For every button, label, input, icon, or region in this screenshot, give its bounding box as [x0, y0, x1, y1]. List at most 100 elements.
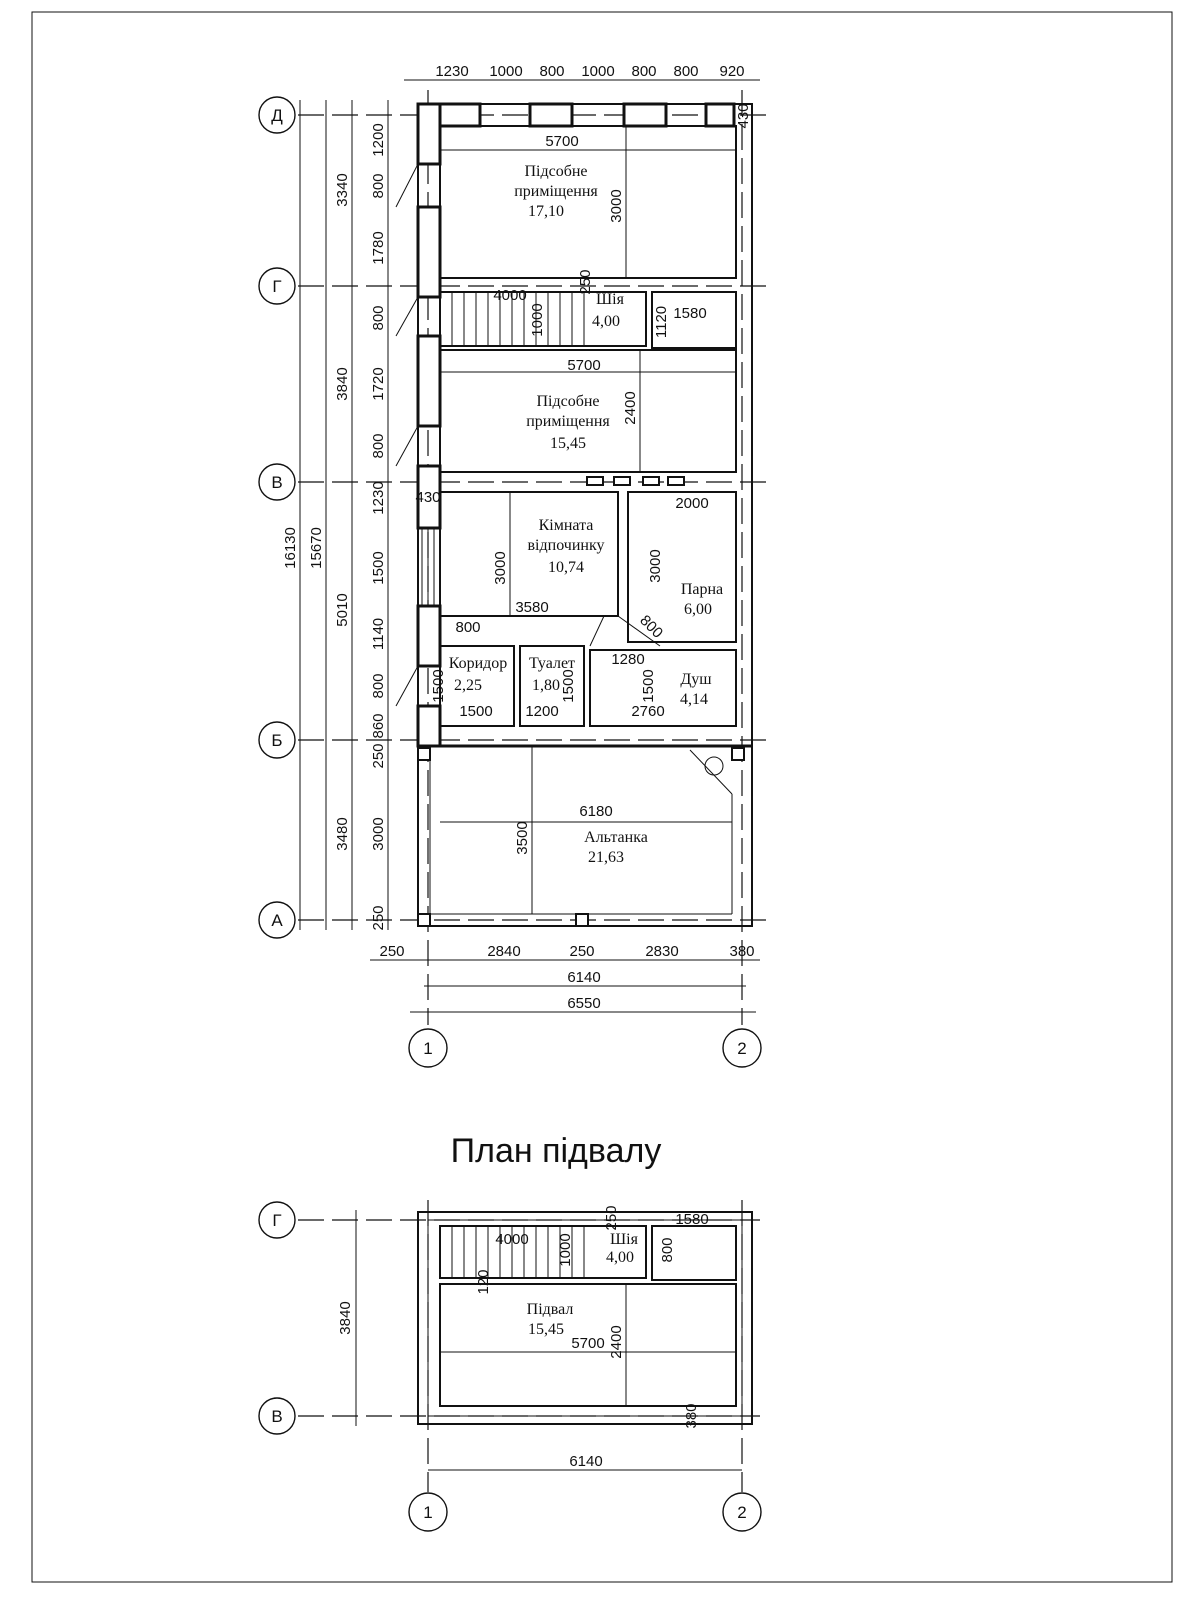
- dim-text: 5700: [567, 357, 600, 374]
- dim-text: 6140: [567, 969, 600, 986]
- dim-text: 1140: [370, 618, 387, 650]
- dim-text: 250: [370, 743, 387, 768]
- dim-text: 1200: [370, 123, 387, 156]
- room-area: 6,00: [684, 601, 712, 618]
- axis-label-row: Д: [271, 106, 283, 125]
- dim-text: 16130: [282, 527, 299, 569]
- room-area: 15,45: [528, 1321, 564, 1338]
- dim-text: 920: [719, 63, 744, 80]
- room-area: 10,74: [548, 559, 584, 576]
- column: [417, 747, 431, 761]
- room-name: Коридор: [449, 655, 508, 672]
- dim-text: 430: [415, 489, 440, 506]
- room-name: Туалет: [529, 655, 575, 672]
- dim-text: 1000: [581, 63, 614, 80]
- dim-text: 2840: [487, 943, 520, 960]
- dimensions-left-outer: 16130 15670: [282, 527, 325, 569]
- wall-pier: [528, 102, 574, 128]
- wall-pier: [416, 334, 442, 428]
- room-name: Шія: [610, 1231, 639, 1248]
- dimensions-left-mid: 3340 3840 5010 3480: [334, 173, 351, 850]
- sheet-frame: [31, 11, 1173, 1583]
- dim-text: 800: [370, 433, 387, 458]
- room-name: Альтанка: [584, 829, 648, 846]
- room-outline: [439, 491, 619, 617]
- axis-label-col: 2: [737, 1039, 746, 1058]
- dim-text: 2400: [622, 391, 639, 424]
- room-area: 17,10: [528, 203, 564, 220]
- dim-text: 1580: [673, 305, 706, 322]
- axis-label-col: 1: [423, 1039, 432, 1058]
- dim-text: 1500: [459, 703, 492, 720]
- dim-text: 250: [379, 943, 404, 960]
- dim-text: 5700: [571, 1335, 604, 1352]
- room-outline: [439, 645, 515, 727]
- dim-text: 6550: [567, 995, 600, 1012]
- dim-text: 1120: [653, 306, 670, 338]
- dim-text: 380: [683, 1403, 700, 1428]
- dim-text: 2830: [645, 943, 678, 960]
- dim-text: 800: [659, 1237, 676, 1262]
- room-area: 4,00: [606, 1249, 634, 1266]
- dim-text: 3500: [514, 821, 531, 854]
- dim-text: 1000: [489, 63, 522, 80]
- dim-text: 3340: [334, 173, 351, 206]
- dim-text: 6140: [569, 1453, 602, 1470]
- dim-text: 120: [475, 1269, 492, 1294]
- dim-text: 1230: [435, 63, 468, 80]
- dim-text: 1000: [529, 303, 546, 336]
- room-name: Шія: [596, 291, 625, 308]
- column: [417, 913, 431, 927]
- dim-text: 6180: [579, 803, 612, 820]
- dim-text: 3840: [334, 367, 351, 400]
- room-name: Парна: [681, 581, 723, 598]
- dim-text: 860: [370, 713, 387, 738]
- dim-text: 3000: [647, 549, 664, 582]
- wall-pier: [622, 102, 668, 128]
- dim-text: 250: [569, 943, 594, 960]
- dim-text: 800: [370, 173, 387, 198]
- wall-pier: [416, 102, 442, 166]
- column: [731, 747, 745, 761]
- axis-label-row: Б: [271, 731, 282, 750]
- dim-text: 3000: [370, 817, 387, 850]
- axis-label-row: В: [271, 1407, 282, 1426]
- dim-text: 800: [370, 673, 387, 698]
- dimensions-interior: 5700 3000 430 4000 1000 250 1120 1580 57…: [415, 103, 752, 854]
- basement-room-labels: Шія 4,00 Підвал 15,45: [527, 1231, 639, 1338]
- basement-plan-title: План підвалу: [451, 1132, 662, 1170]
- dim-text: 5010: [334, 593, 351, 626]
- vent: [613, 476, 631, 486]
- dim-text: 1780: [370, 231, 387, 264]
- dim-text: 1580: [675, 1211, 708, 1228]
- dim-text: 250: [577, 269, 594, 294]
- wall-pier: [416, 205, 442, 299]
- dim-text: 800: [370, 305, 387, 330]
- ground-floor-plan: [298, 79, 770, 1025]
- axis-label-row: Г: [272, 277, 281, 296]
- dim-text: 380: [729, 943, 754, 960]
- dim-text: 1000: [557, 1233, 574, 1266]
- axis-label-col: 2: [737, 1503, 746, 1522]
- dim-text: 1500: [640, 669, 657, 702]
- room-outline: [651, 291, 737, 349]
- wall-pier: [416, 604, 442, 668]
- dim-text: 430: [735, 103, 752, 128]
- stair: [439, 291, 647, 347]
- dim-text: 800: [636, 612, 666, 642]
- dimensions-left-inner: 1200 800 1780 800 1720 800 1230 1500 114…: [370, 123, 387, 930]
- wall-pier: [416, 704, 442, 748]
- dimensions-top: 1230 1000 800 1000 800 800 920: [435, 63, 744, 80]
- dim-text: 1500: [560, 669, 577, 702]
- dim-text: 4000: [495, 1231, 528, 1248]
- wall-pier: [704, 102, 736, 128]
- axis-label-row: Г: [272, 1211, 281, 1230]
- dim-text: 3000: [608, 189, 625, 222]
- dim-text: 2000: [675, 495, 708, 512]
- room-outline: [627, 491, 737, 643]
- vent: [642, 476, 660, 486]
- dim-text: 1230: [370, 481, 387, 514]
